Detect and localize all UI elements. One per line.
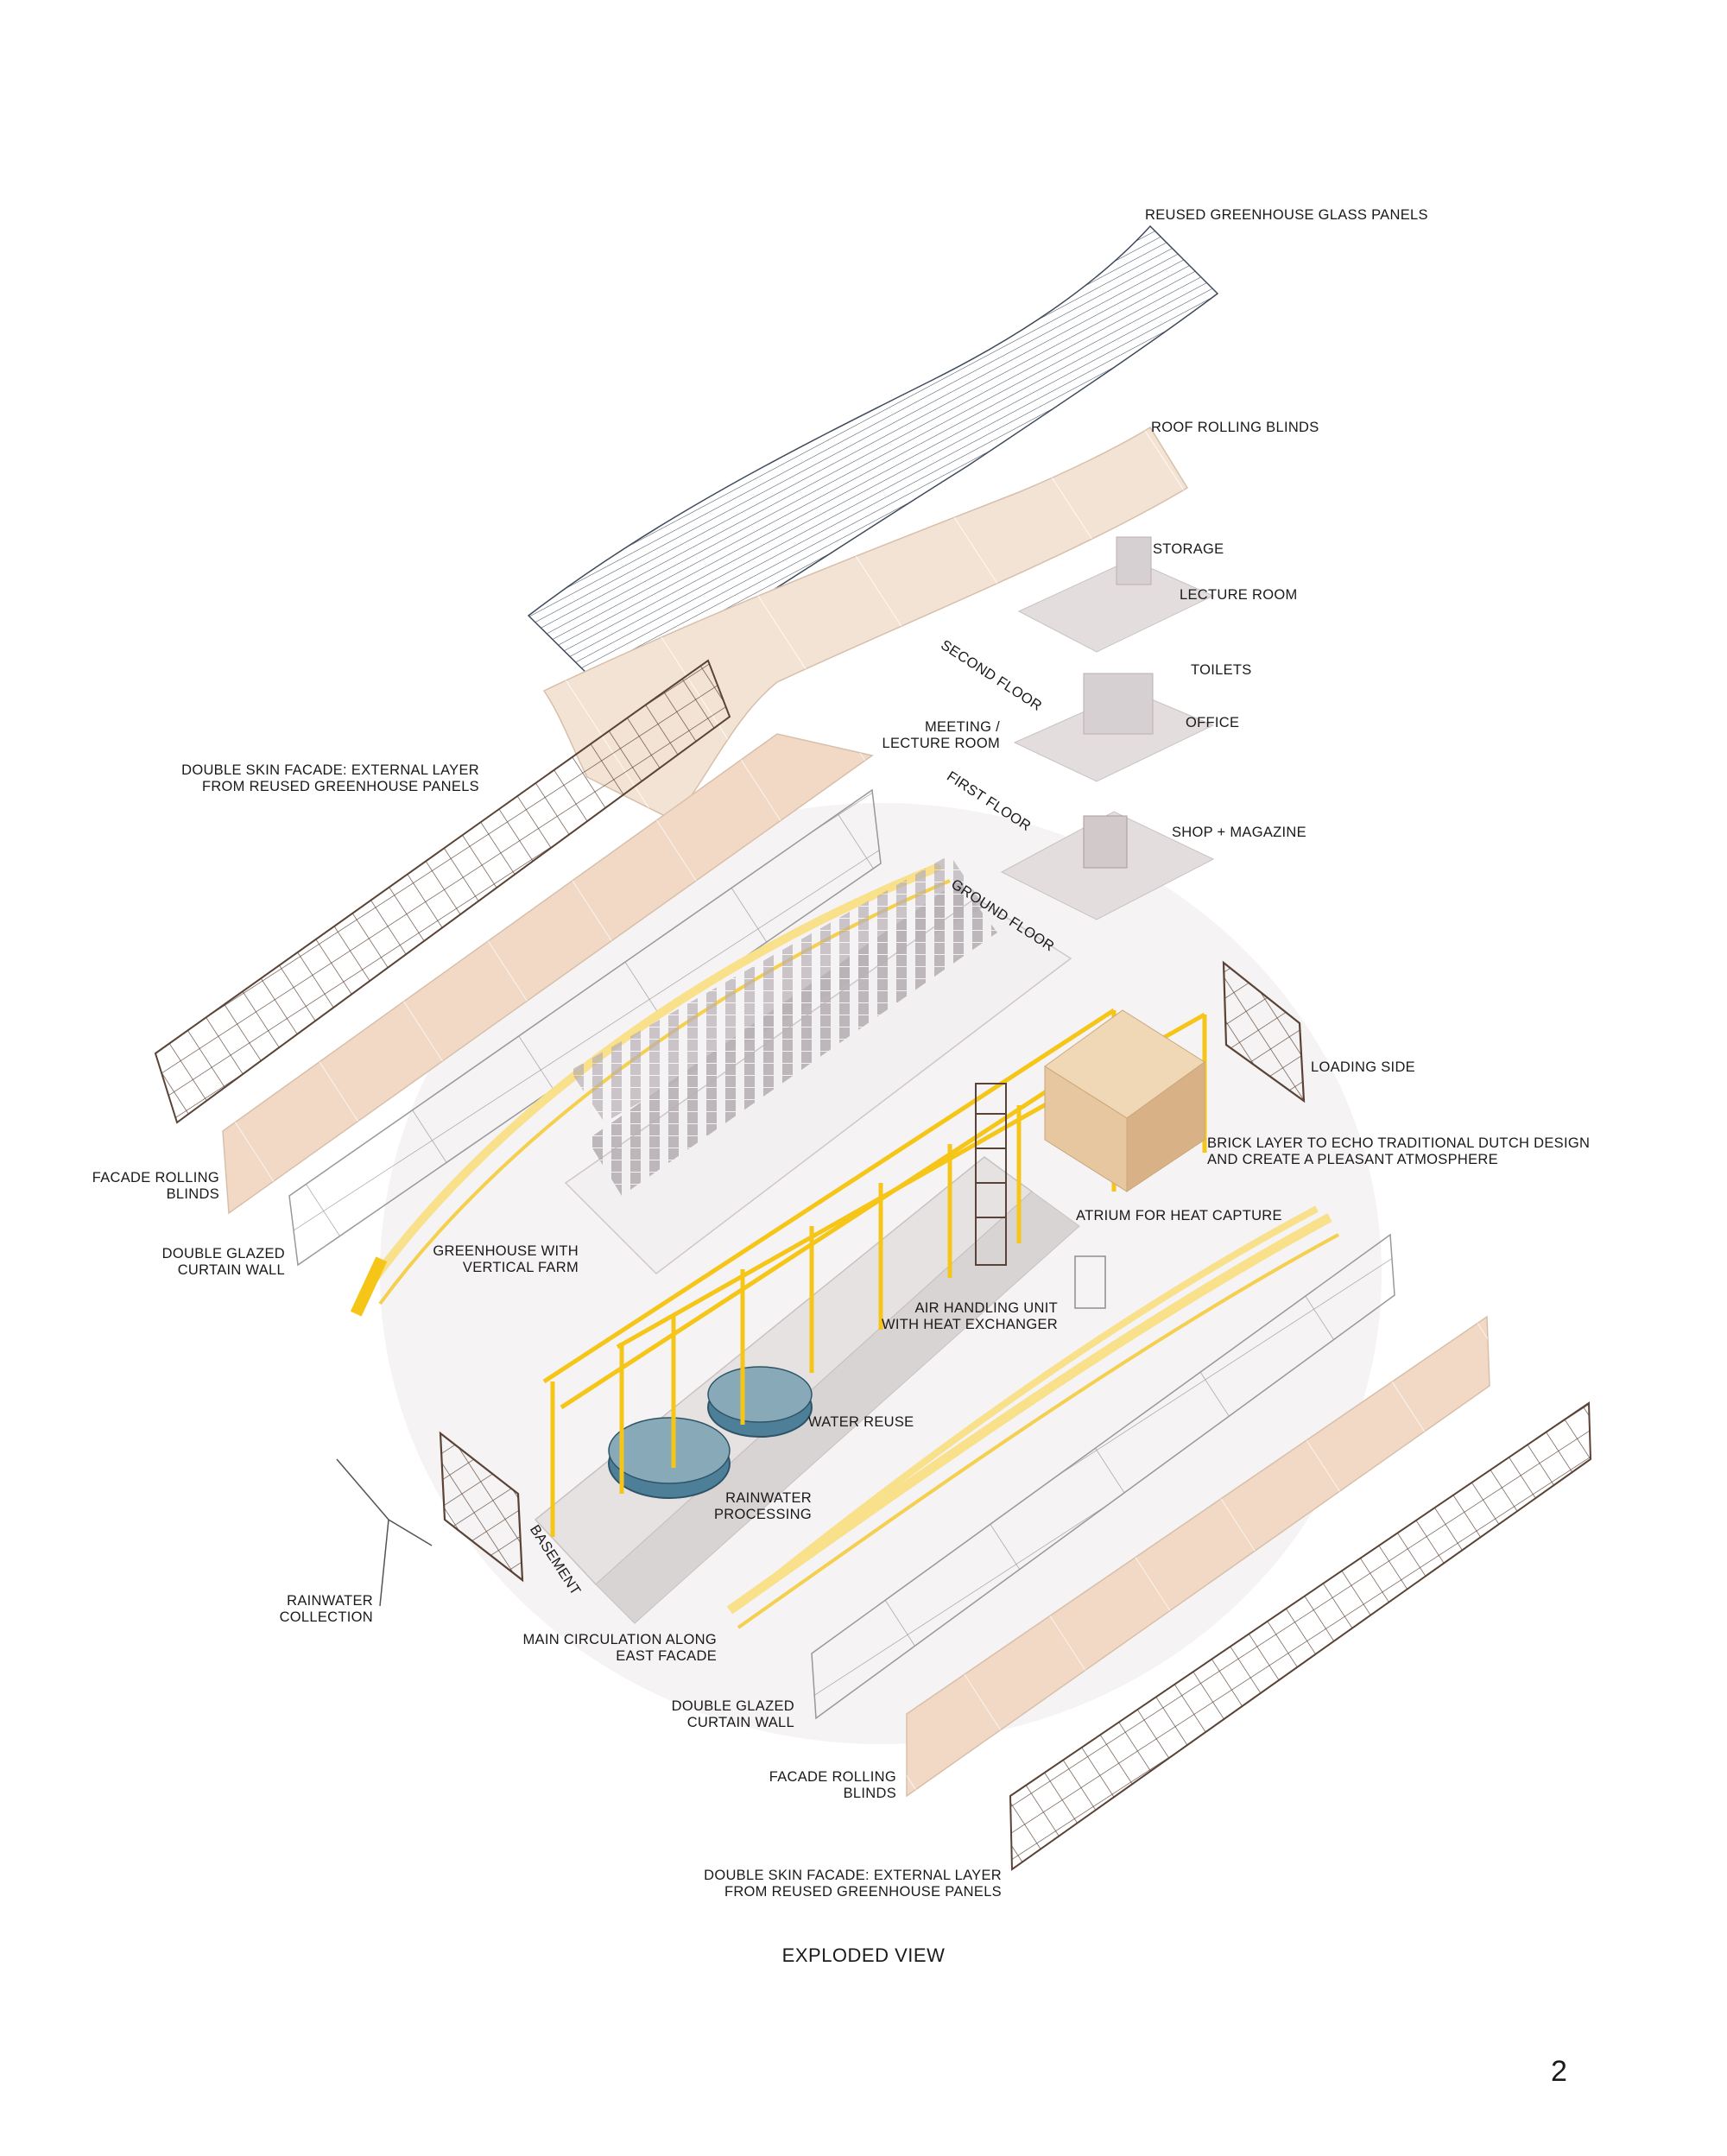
label-roof-blinds: ROOF ROLLING BLINDS (1151, 420, 1319, 435)
water-tanks (608, 1366, 813, 1499)
label-lecture-room: LECTURE ROOM (1180, 587, 1298, 603)
double-skin-facade-left (154, 659, 731, 1124)
circulation-ribbon-right (726, 1205, 1339, 1629)
double-skin-facade-right (1009, 1401, 1592, 1871)
glass-roof (527, 224, 1219, 692)
label-facade-blinds-left: FACADE ROLLING BLINDS (92, 1170, 219, 1202)
atrium-tower (975, 1083, 1007, 1266)
label-toilets: TOILETS (1191, 662, 1252, 678)
facade-blinds-left (222, 733, 874, 1215)
label-meeting-lecture: MEETING / LECTURE ROOM (882, 719, 1000, 751)
curtain-wall-left (288, 788, 882, 1267)
label-rainwater-processing: RAINWATER PROCESSING (713, 1490, 812, 1522)
page-number: 2 (1551, 2055, 1567, 2088)
label-water-reuse: WATER REUSE (808, 1414, 914, 1430)
label-storage: STORAGE (1153, 541, 1224, 557)
rainwater-collection-frame (336, 1431, 524, 1607)
curtain-wall-right (811, 1233, 1395, 1720)
label-loading-side: LOADING SIDE (1311, 1059, 1415, 1075)
label-shop-magazine: SHOP + MAGAZINE (1172, 825, 1306, 840)
label-greenhouse-farm: GREENHOUSE WITH VERTICAL FARM (433, 1243, 579, 1275)
label-double-skin-top: DOUBLE SKIN FACADE: EXTERNAL LAYER FROM … (181, 762, 479, 794)
label-double-skin-bottom: DOUBLE SKIN FACADE: EXTERNAL LAYER FROM … (704, 1868, 1002, 1900)
loading-side-frame (1222, 960, 1306, 1103)
label-office: OFFICE (1186, 715, 1240, 730)
vertical-farm (564, 855, 1072, 1274)
label-double-glazed-right: DOUBLE GLAZED CURTAIN WALL (671, 1698, 794, 1730)
label-double-glazed-left: DOUBLE GLAZED CURTAIN WALL (161, 1246, 285, 1278)
facade-blinds-right (906, 1315, 1490, 1798)
label-reused-glass-panels: REUSED GREENHOUSE GLASS PANELS (1145, 207, 1428, 223)
label-atrium: ATRIUM FOR HEAT CAPTURE (1076, 1208, 1282, 1223)
label-facade-blinds-right: FACADE ROLLING BLINDS (769, 1769, 896, 1801)
label-rainwater-collection: RAINWATER COLLECTION (279, 1593, 373, 1625)
air-handling-unit (1074, 1255, 1106, 1309)
label-brick-layer: BRICK LAYER TO ECHO TRADITIONAL DUTCH DE… (1207, 1135, 1591, 1167)
floor-plates (1000, 536, 1215, 920)
label-main-circulation: MAIN CIRCULATION ALONG EAST FACADE (522, 1632, 717, 1664)
brick-volume (1044, 1009, 1205, 1192)
label-air-handling: AIR HANDLING UNIT WITH HEAT EXCHANGER (881, 1300, 1058, 1332)
figure-title: EXPLODED VIEW (781, 1944, 946, 1966)
